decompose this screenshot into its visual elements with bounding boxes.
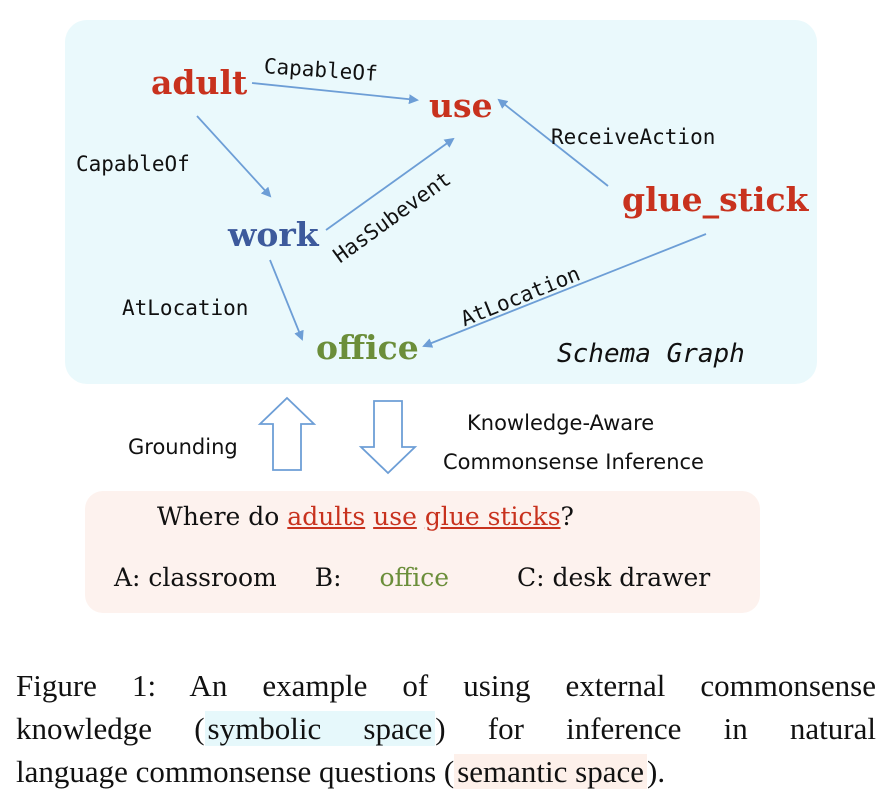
schema-graph-title: Schema Graph: [557, 339, 745, 369]
answer-b: B: office: [315, 563, 479, 592]
edge-glue-use: [497, 98, 609, 187]
question-prefix: Where do: [157, 502, 280, 531]
edge-work-use: [325, 137, 455, 231]
schema-graph-panel: [65, 20, 817, 384]
grounding-label: Grounding: [128, 435, 238, 459]
caption-line-1: Figure 1: An example of using external c…: [16, 668, 876, 703]
answer-c: C: desk drawer: [517, 563, 711, 592]
grounding-arrow: [257, 396, 317, 471]
question-concept-adults: adults: [287, 502, 366, 531]
node-work: work: [228, 215, 319, 254]
caption-line-2-a: knowledge (: [16, 711, 205, 746]
node-office: office: [316, 328, 419, 367]
caption-semantic-space: semantic space: [454, 754, 647, 789]
caption-line-3-b: ).: [647, 754, 666, 789]
inference-label-line1: Knowledge-Aware: [467, 411, 655, 435]
node-use: use: [429, 86, 493, 125]
answer-a: A: classroom: [114, 563, 277, 592]
edge-label-adult-work: CapableOf: [76, 152, 190, 176]
edge-adult-work: [196, 115, 272, 198]
answer-b-prefix: B:: [314, 563, 342, 592]
figure-caption: Figure 1: An example of using external c…: [16, 664, 876, 793]
answer-choices: A: classroom B: office C: desk drawer: [114, 563, 740, 592]
question-suffix: ?: [560, 502, 574, 531]
caption-line-2-b: ) for inference in natural: [435, 711, 876, 746]
question-panel: [85, 491, 760, 613]
caption-line-2: knowledge (symbolic space) for inference…: [16, 707, 876, 750]
edge-label-glue-use: ReceiveAction: [551, 125, 716, 149]
edge-glue-office: [422, 233, 707, 348]
caption-line-3: language commonsense questions (semantic…: [16, 750, 876, 793]
caption-symbolic-space: symbolic space: [204, 711, 436, 746]
inference-arrow: [358, 400, 418, 475]
edge-work-office: [269, 259, 304, 341]
edge-adult-use: [251, 82, 419, 105]
node-adult: adult: [151, 63, 248, 102]
answer-b-value: office: [379, 563, 450, 592]
edge-label-work-office: AtLocation: [122, 296, 249, 320]
question-concept-use: use: [373, 502, 417, 531]
question-concept-glue-sticks: glue sticks: [424, 502, 561, 531]
node-glue-stick: glue_stick: [622, 180, 809, 219]
caption-line-3-a: language commonsense questions (: [16, 754, 455, 789]
inference-label-line2: Commonsense Inference: [443, 450, 704, 474]
